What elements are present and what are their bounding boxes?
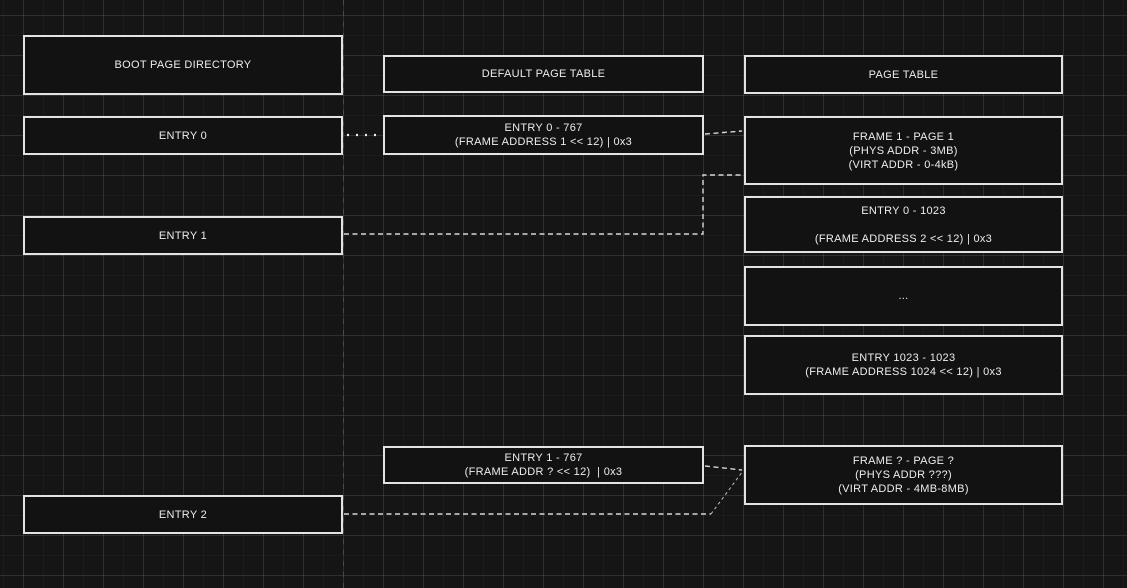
- connector-entry1-to-frame1: [344, 174, 743, 235]
- node-label: ENTRY 0: [158, 129, 208, 142]
- node-title: BOOT PAGE DIRECTORY: [114, 59, 252, 71]
- node-line: ENTRY 1023 - 1023: [851, 352, 956, 364]
- node-line: (FRAME ADDRESS 1024 << 12) | 0x3: [805, 366, 1002, 378]
- node-boot-entry2[interactable]: ENTRY 2: [23, 495, 343, 534]
- connector-default-entry0-to-frame1: [704, 130, 743, 135]
- node-title: PAGE TABLE: [868, 68, 939, 81]
- node-title: DEFAULT PAGE TABLE: [481, 68, 606, 80]
- node-boot-entry1[interactable]: ENTRY 1: [23, 216, 343, 255]
- node-boot-page-directory-header[interactable]: BOOT PAGE DIRECTORY: [23, 35, 343, 95]
- node-line: ENTRY 0 - 1023: [861, 204, 946, 217]
- node-pt-entry0[interactable]: ENTRY 0 - 1023 (FRAME ADDRESS 2 << 12) |…: [744, 196, 1063, 253]
- node-label: ...: [898, 290, 909, 302]
- node-line: (PHYS ADDR ???): [855, 469, 952, 481]
- node-page-table-header[interactable]: PAGE TABLE: [744, 55, 1063, 94]
- node-line: (VIRT ADDR - 0-4kB): [848, 158, 959, 171]
- node-boot-entry0[interactable]: ENTRY 0: [23, 116, 343, 155]
- node-frame1-page1[interactable]: FRAME 1 - PAGE 1 (PHYS ADDR - 3MB) (VIRT…: [744, 116, 1063, 185]
- node-pt-entry1023[interactable]: ENTRY 1023 - 1023 (FRAME ADDRESS 1024 <<…: [744, 335, 1063, 395]
- node-line: ENTRY 1 - 767: [504, 452, 583, 464]
- node-line: (VIRT ADDR - 4MB-8MB): [838, 483, 969, 495]
- node-line: (FRAME ADDRESS 1 << 12) | 0x3: [454, 136, 633, 148]
- node-label: ENTRY 1: [158, 229, 208, 242]
- node-line: ENTRY 0 - 767: [504, 122, 583, 134]
- node-line: (FRAME ADDR ? << 12) | 0x3: [464, 466, 623, 478]
- node-line: (PHYS ADDR - 3MB): [849, 144, 958, 157]
- node-line: (FRAME ADDRESS 2 << 12) | 0x3: [814, 232, 993, 245]
- node-frameq-pageq[interactable]: FRAME ? - PAGE ? (PHYS ADDR ???) (VIRT A…: [744, 445, 1063, 505]
- node-default-page-table-header[interactable]: DEFAULT PAGE TABLE: [383, 55, 704, 93]
- node-line: FRAME 1 - PAGE 1: [852, 130, 955, 143]
- node-pt-ellipsis[interactable]: ...: [744, 266, 1063, 326]
- node-line: FRAME ? - PAGE ?: [852, 455, 955, 467]
- connector-default-entry1-to-frameq: [704, 465, 743, 471]
- connector-entry2-to-frameq-diagonal: [710, 471, 743, 515]
- node-label: ENTRY 2: [158, 508, 208, 521]
- node-default-entry0[interactable]: ENTRY 0 - 767 (FRAME ADDRESS 1 << 12) | …: [383, 115, 704, 155]
- node-default-entry1[interactable]: ENTRY 1 - 767 (FRAME ADDR ? << 12) | 0x3: [383, 446, 704, 484]
